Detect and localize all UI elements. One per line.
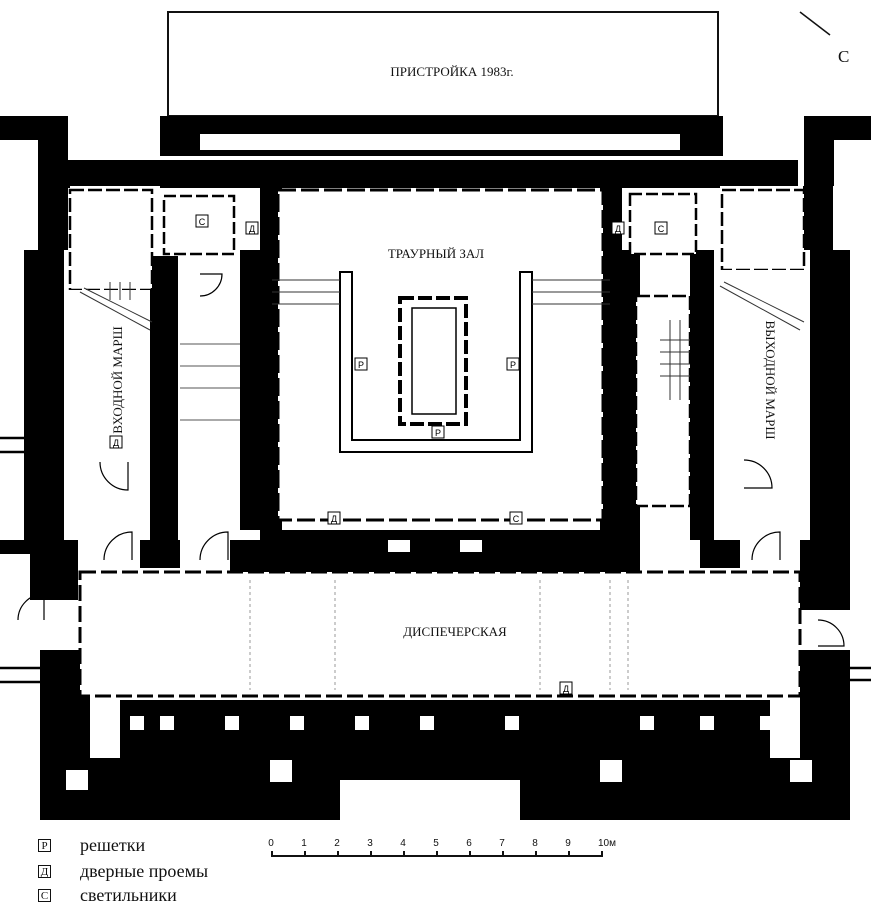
side-stairs bbox=[79, 281, 805, 400]
legend-symbol: С bbox=[38, 889, 51, 902]
left-lamp-room bbox=[162, 194, 236, 256]
door-marker: Д bbox=[331, 514, 337, 524]
right-corridor bbox=[634, 294, 692, 508]
scale-tick bbox=[601, 851, 603, 857]
door-swings bbox=[17, 273, 845, 647]
floor-plan: С ПРИСТРОЙКА 1983г. bbox=[0, 11, 871, 820]
scale-tick-label: 7 bbox=[499, 838, 505, 849]
scale-tick bbox=[502, 851, 504, 857]
scale-tick-label: 10м bbox=[598, 838, 616, 849]
hall-windows bbox=[388, 540, 482, 552]
mourning-hall-room bbox=[276, 188, 605, 522]
mourning-hall-label: ТРАУРНЫЙ ЗАЛ bbox=[388, 246, 484, 261]
door-marker: Д bbox=[113, 438, 119, 448]
scale-tick bbox=[436, 851, 438, 857]
dispatch-label: ДИСПЕЧЕРСКАЯ bbox=[403, 624, 507, 639]
catafalque bbox=[398, 296, 468, 426]
lamp-marker: С bbox=[658, 224, 665, 234]
podium-outline bbox=[339, 271, 533, 453]
entrance-corridor bbox=[64, 290, 150, 540]
plan-markers: Р Р Р С С Д Д Д С Д Д bbox=[109, 214, 668, 695]
scale-tick bbox=[370, 851, 372, 857]
exit-corridor bbox=[714, 270, 810, 540]
scale-tick bbox=[304, 851, 306, 857]
door-marker: Д bbox=[615, 224, 621, 234]
exit-hall-label: ВЫХОДНОЙ МАРШ bbox=[763, 320, 778, 439]
annex-label: ПРИСТРОЙКА 1983г. bbox=[390, 64, 513, 79]
north-label: С bbox=[838, 47, 849, 66]
legend-label: решетки bbox=[80, 835, 146, 855]
scale-tick-label: 1 bbox=[301, 838, 307, 849]
scale-tick bbox=[271, 851, 273, 857]
door-marker: Д bbox=[249, 224, 255, 234]
scale-tick bbox=[535, 851, 537, 857]
entrance-stair-room bbox=[68, 188, 154, 292]
exit-stair-room bbox=[720, 188, 806, 272]
scale-bar: 0 1 2 3 4 5 6 7 8 9 10м bbox=[268, 838, 618, 868]
legend-label: дверные проемы bbox=[80, 861, 209, 881]
scale-tick-label: 2 bbox=[334, 838, 340, 849]
lamp-marker: С bbox=[513, 514, 520, 524]
scale-tick-label: 3 bbox=[367, 838, 373, 849]
entrance-hall-label: ВХОДНОЙ МАРШ bbox=[110, 326, 125, 433]
scale-tick-label: 8 bbox=[532, 838, 538, 849]
grate-marker: Р bbox=[435, 428, 441, 438]
door-marker: Д bbox=[563, 684, 569, 694]
scale-tick-label: 6 bbox=[466, 838, 472, 849]
grate-marker: Р bbox=[358, 360, 364, 370]
left-corridor-steps bbox=[180, 343, 240, 421]
legend-label: светильники bbox=[80, 885, 177, 905]
north-arrow-icon bbox=[799, 11, 831, 36]
scale-tick bbox=[403, 851, 405, 857]
scale-tick-label: 9 bbox=[565, 838, 571, 849]
dispatch-dividers bbox=[249, 580, 629, 690]
scale-tick-label: 4 bbox=[400, 838, 406, 849]
legend-symbol: Р bbox=[38, 839, 51, 852]
legend-symbol: Д bbox=[38, 865, 51, 878]
hall-steps bbox=[272, 279, 610, 305]
exterior-ramps bbox=[0, 436, 871, 684]
grate-marker: Р bbox=[510, 360, 516, 370]
scale-tick bbox=[337, 851, 339, 857]
dispatch-room bbox=[78, 570, 802, 698]
lamp-marker: С bbox=[199, 217, 206, 227]
scale-tick bbox=[469, 851, 471, 857]
scale-tick-label: 0 bbox=[268, 838, 274, 849]
left-corridor bbox=[178, 290, 240, 530]
scale-tick bbox=[568, 851, 570, 857]
scale-tick-label: 5 bbox=[433, 838, 439, 849]
